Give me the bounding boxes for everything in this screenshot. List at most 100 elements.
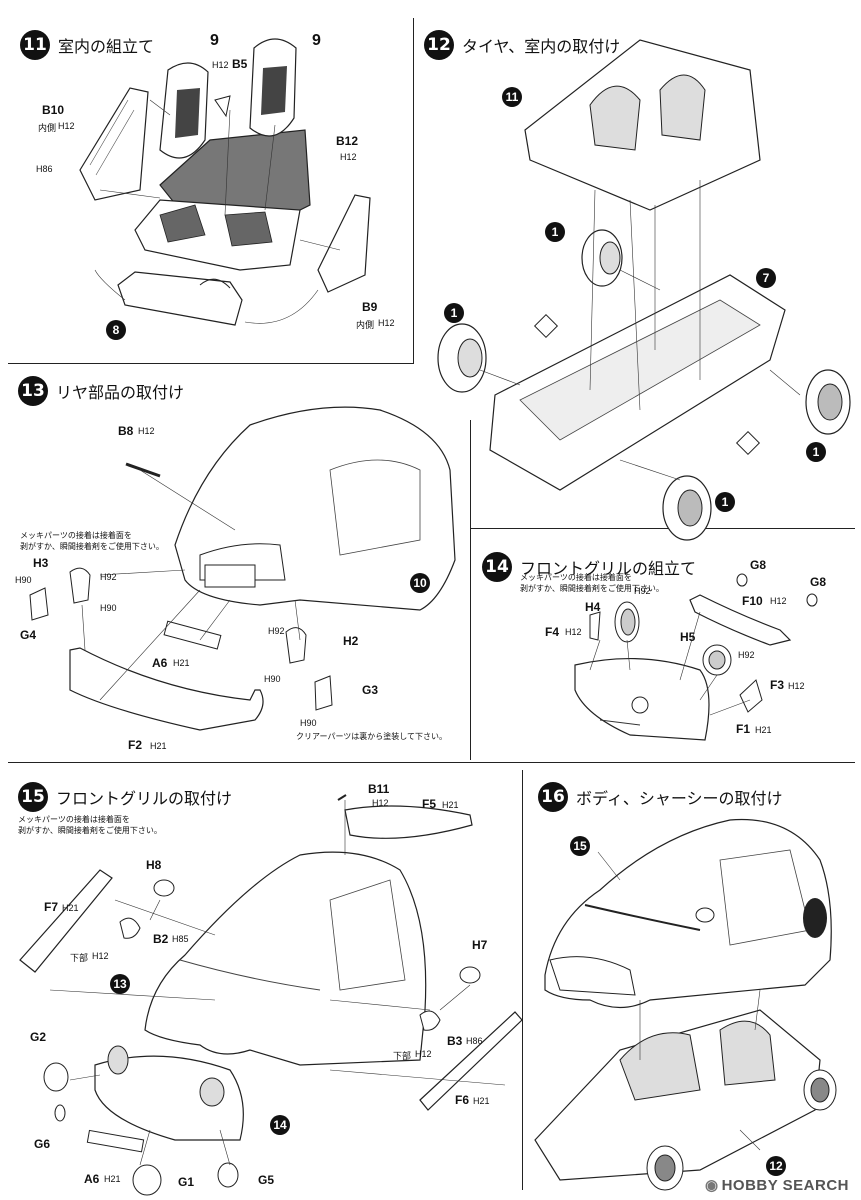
step-11-header: 11 室内の組立て (20, 30, 154, 60)
divider-mid-vertical (470, 420, 471, 760)
label-h90-c: H90 (264, 674, 281, 684)
step-16-header: 16 ボディ、シャーシーの取付け (538, 782, 783, 812)
step-12-title: タイヤ、室内の取付け (462, 37, 621, 56)
ref-1-b: 1 (444, 303, 464, 323)
divider-right-horizontal (470, 528, 855, 529)
ref-7: 7 (756, 268, 776, 288)
label-f10: F10 (742, 594, 763, 608)
label-f10-h: H12 (770, 596, 787, 606)
label-h92-b: H92 (268, 626, 285, 636)
label-seat-left: 9 (210, 32, 219, 49)
step-11-title: 室内の組立て (58, 37, 155, 56)
label-b8: B8 (118, 424, 134, 438)
ref-13: 13 (110, 974, 130, 994)
label-b10-sub: 内側 (38, 123, 57, 133)
label-f6-h: H21 (473, 1096, 490, 1106)
step-12-number: 12 (424, 30, 454, 60)
step-12-header: 12 タイヤ、室内の取付け (424, 30, 620, 60)
ref-12: 12 (766, 1156, 786, 1176)
label-h7: H7 (472, 938, 488, 952)
label-b9-sub: 内側 (356, 320, 375, 330)
label-h8: H8 (146, 858, 162, 872)
label-b3-h: H86 (466, 1036, 483, 1046)
divider-bottom-horizontal (8, 762, 855, 763)
label-g8-a: G8 (750, 558, 767, 572)
label-h12-seat: H12 (212, 60, 229, 70)
label-h92-14a: H92 (634, 586, 651, 596)
label-a6-h: H21 (173, 658, 190, 668)
clear-parts-note: クリアーパーツは裏から塗装して下さい。 (296, 732, 448, 741)
hobby-search-logo-icon: ◉ (705, 1177, 719, 1194)
step-15-header: 15 フロントグリルの取付け (18, 782, 232, 812)
label-g4: G4 (20, 628, 37, 642)
ref-15: 15 (570, 836, 590, 856)
label-f4: F4 (545, 625, 560, 639)
label-h90-d: H90 (300, 718, 317, 728)
label-kabu-left: 下部 (70, 953, 89, 963)
label-h3: H3 (33, 556, 49, 570)
divider-bottom-vertical (522, 770, 523, 1190)
ref-1-d: 1 (715, 492, 735, 512)
label-b11-h: H12 (372, 798, 389, 808)
step-15-number: 15 (18, 782, 48, 812)
hobby-search-watermark: ◉HOBBY SEARCH (705, 1176, 849, 1194)
label-h4: H4 (585, 600, 601, 614)
plating-note-14: メッキパーツの接着は接着面を 剥がすか、瞬間接着剤をご使用下さい。 (520, 573, 664, 593)
label-b2: B2 (153, 932, 169, 946)
step-11-number: 11 (20, 30, 50, 60)
label-h5: H5 (680, 630, 696, 644)
divider-top-vertical (413, 18, 414, 363)
label-a6-15-h: H21 (104, 1174, 121, 1184)
step-16-title: ボディ、シャーシーの取付け (576, 789, 783, 808)
ref-1-a: 1 (545, 222, 565, 242)
label-kabu-right-h: H12 (415, 1049, 432, 1059)
label-b10: B10 (42, 103, 65, 117)
label-h90-b: H90 (100, 603, 117, 613)
step-14-header: 14 フロントグリルの組立て (482, 552, 696, 582)
step-14-title: フロントグリルの組立て (520, 559, 697, 578)
label-kabu-right: 下部 (393, 1051, 412, 1061)
label-b3: B3 (447, 1034, 463, 1048)
label-a6-15: A6 (84, 1172, 100, 1186)
label-f7: F7 (44, 900, 59, 914)
label-b10-h: H12 (58, 121, 75, 131)
plating-note-15: メッキパーツの接着は接着面を 剥がすか、瞬間接着剤をご使用下さい。 (18, 815, 162, 835)
step-13-header: 13 リヤ部品の取付け (18, 376, 184, 406)
label-f3-h: H12 (788, 681, 805, 691)
ref-1-c: 1 (806, 442, 826, 462)
step-13-number: 13 (18, 376, 48, 406)
label-seat-right: 9 (312, 32, 321, 49)
step-13-title: リヤ部品の取付け (56, 383, 185, 402)
watermark-text: HOBBY SEARCH (721, 1177, 849, 1194)
label-b9: B9 (362, 300, 378, 314)
ref-10: 10 (410, 573, 430, 593)
label-b11: B11 (368, 782, 390, 796)
label-g6: G6 (34, 1137, 51, 1151)
label-b12: B12 (336, 134, 359, 148)
label-b12-h: H12 (340, 152, 357, 162)
label-f5: F5 (422, 797, 437, 811)
ref-11: 11 (502, 87, 522, 107)
label-b2-h: H85 (172, 934, 189, 944)
label-f4-h: H12 (565, 627, 582, 637)
label-h92-14b: H92 (738, 650, 755, 660)
step-14-number: 14 (482, 552, 512, 582)
divider-left-horizontal (8, 363, 414, 364)
label-f1-h: H21 (755, 725, 772, 735)
plating-note-13: メッキパーツの接着は接着面を 剥がすか、瞬間接着剤をご使用下さい。 (20, 531, 164, 551)
label-h86: H86 (36, 164, 53, 174)
label-f2-h: H21 (150, 741, 167, 751)
label-g1: G1 (178, 1175, 195, 1189)
step-16-number: 16 (538, 782, 568, 812)
label-f7-h: H21 (62, 903, 79, 913)
label-f6: F6 (455, 1093, 470, 1107)
label-b9-h: H12 (378, 318, 395, 328)
label-b8-h: H12 (138, 426, 155, 436)
label-f1: F1 (736, 722, 751, 736)
